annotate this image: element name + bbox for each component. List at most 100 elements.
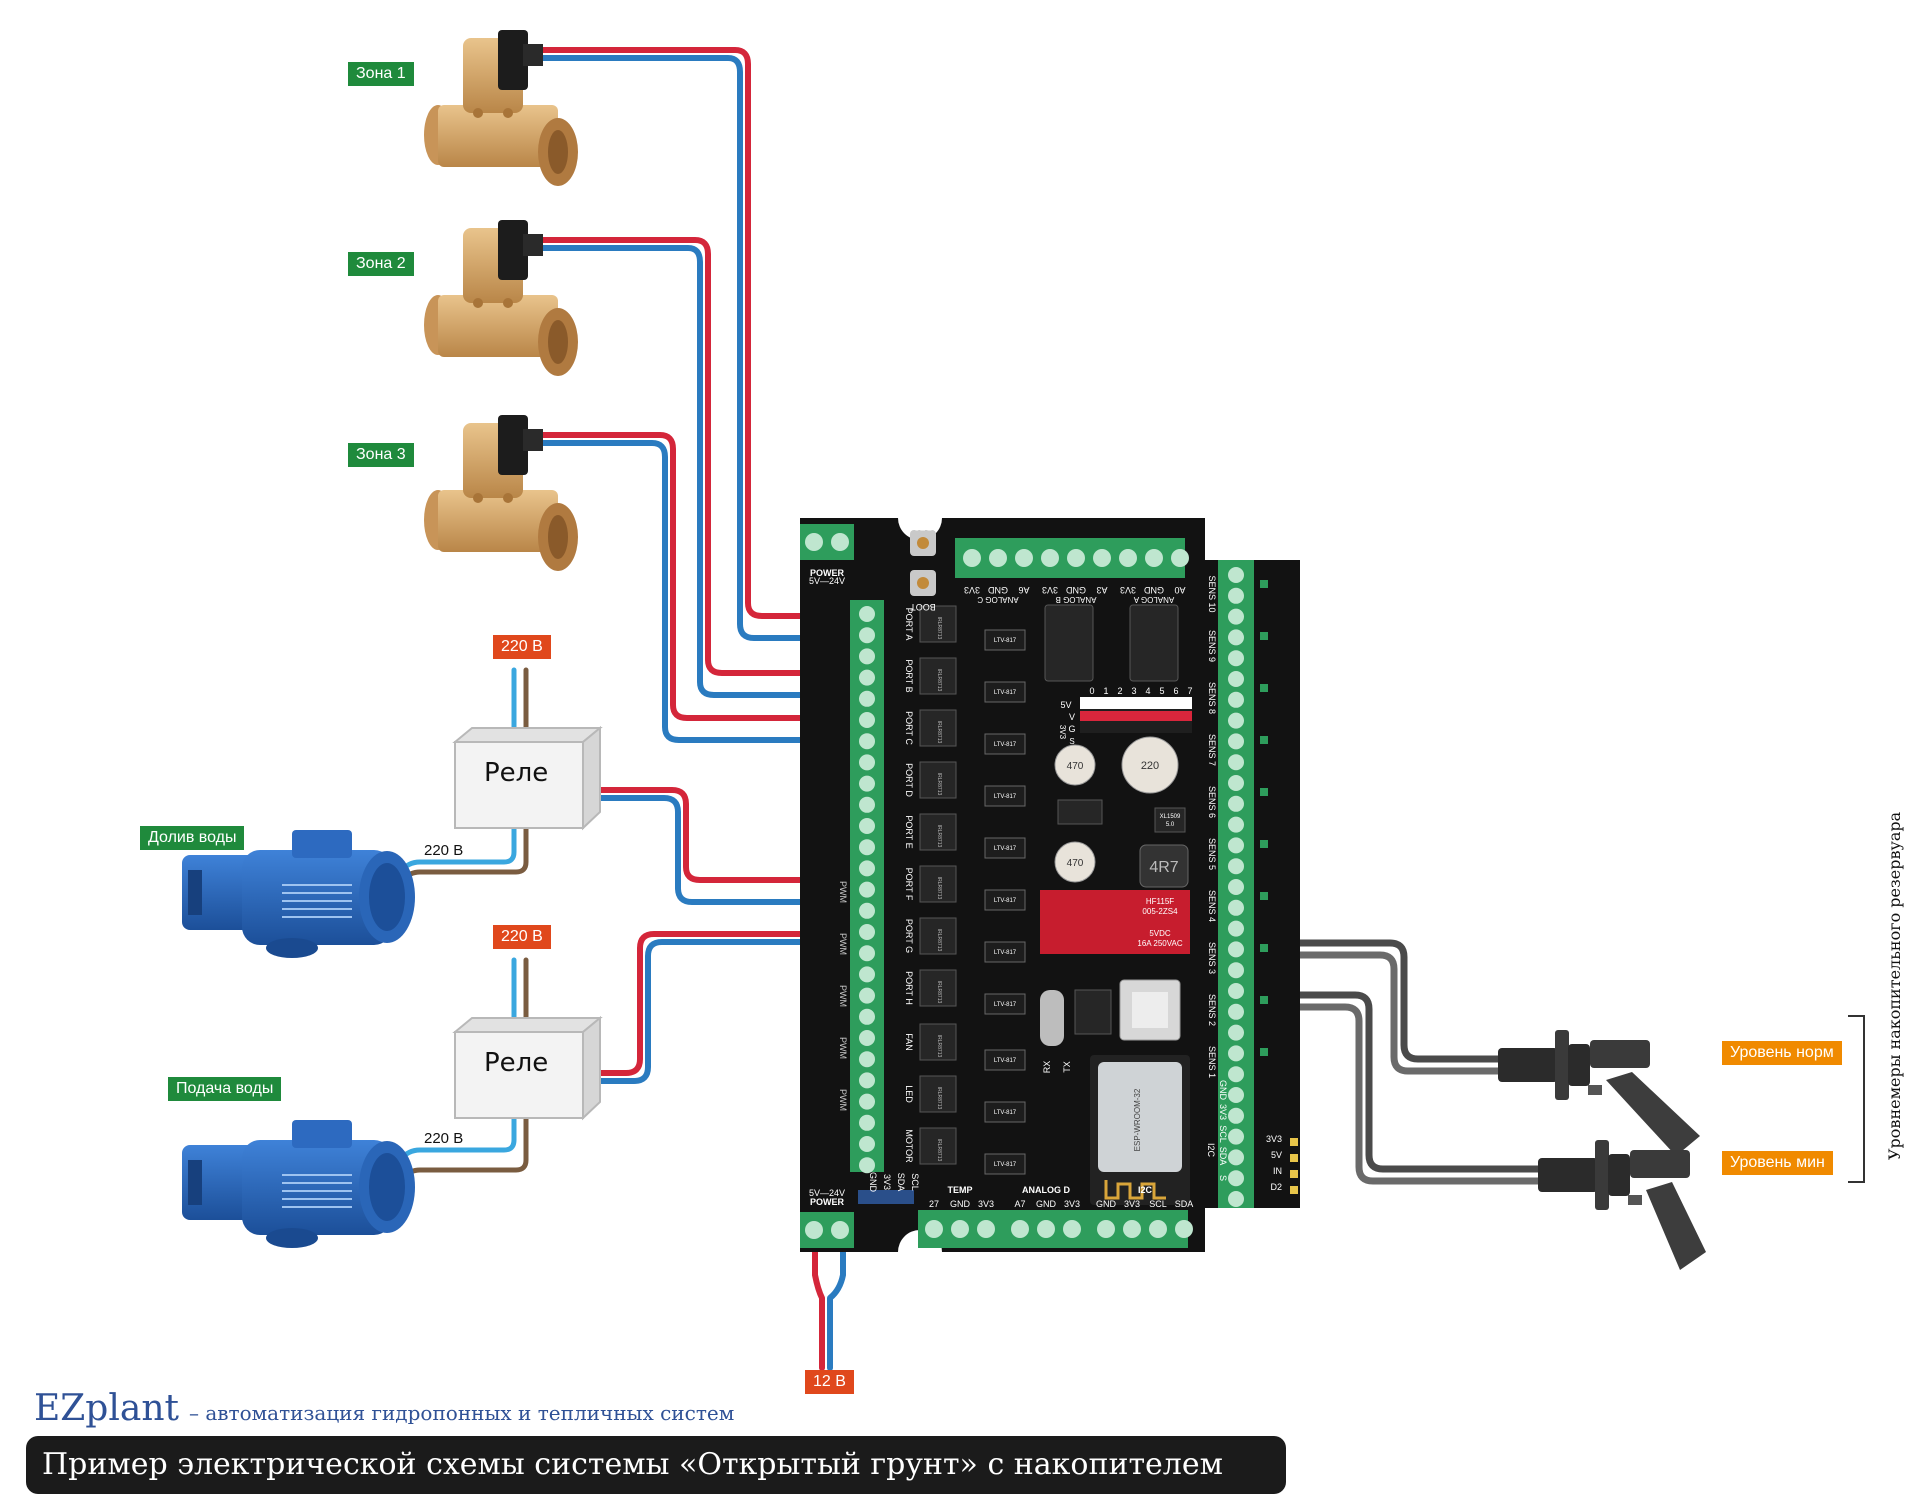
sens-label: SENS 3	[1207, 942, 1217, 974]
pump1-voltage-label: 220 В	[424, 842, 464, 859]
port-label: PORT G	[904, 919, 914, 953]
mosfet-label: IRLR8713	[936, 617, 942, 640]
analog-screw	[1067, 549, 1085, 567]
port-screw	[859, 627, 875, 644]
bottom-pin-label: 3V3	[1064, 1199, 1080, 1209]
sensor-norm-wire-b	[1261, 951, 1504, 1075]
port-label: PORT A	[904, 608, 914, 641]
analog-pin-label: A0	[1174, 585, 1185, 595]
mux-number: 4	[1145, 686, 1150, 696]
valve-zone3	[424, 415, 578, 571]
port-screw	[859, 881, 875, 898]
optocoupler-label: LTV-817	[994, 898, 1017, 904]
port-screw	[859, 966, 875, 983]
analog-pin-label: GND	[1066, 585, 1087, 595]
port-label: PORT F	[904, 868, 914, 901]
sensor-min-wire-a	[1261, 991, 1544, 1173]
sens-screw	[1228, 691, 1244, 708]
mosfet-label: IRLR8713	[936, 669, 942, 692]
port-screw	[859, 733, 875, 750]
pump1-brown-wire	[399, 825, 529, 883]
mux-number: 0	[1089, 686, 1094, 696]
port-screw	[859, 648, 875, 665]
zone1-blue-wire	[537, 55, 843, 641]
sens-label: SENS 2	[1207, 994, 1217, 1026]
analog-screw	[1171, 549, 1189, 567]
port-screw	[859, 1157, 875, 1174]
pump-top-label: Долив воды	[140, 826, 245, 850]
mux-row-label: 5V	[1060, 700, 1071, 710]
port-label: LED	[904, 1085, 914, 1103]
analog-screw	[1093, 549, 1111, 567]
port-label: PORT E	[904, 815, 914, 848]
pump2-voltage-label: 220 В	[424, 1130, 464, 1147]
mux-number: 1	[1103, 686, 1108, 696]
relay1-red-wire	[582, 787, 843, 883]
power-red-wire	[812, 1247, 825, 1371]
relay1-blue-wire	[582, 795, 843, 905]
bottom-screw	[951, 1220, 969, 1238]
bottom-screw	[1037, 1220, 1055, 1238]
sens-screw	[1228, 858, 1244, 875]
port-screw	[859, 1093, 875, 1110]
analog-pin-label: A6	[1018, 585, 1029, 595]
analog-pin-label: GND	[988, 585, 1009, 595]
sens-label: SENS 8	[1207, 682, 1217, 714]
port-screw	[859, 754, 875, 771]
power-top-voltage: 5V—24V	[809, 576, 845, 586]
port-screw	[859, 712, 875, 728]
level-normal-label: Уровень норм	[1722, 1041, 1842, 1065]
brand: EZplant– автоматизация гидропонных и теп…	[34, 1388, 734, 1429]
sens-screw	[1228, 879, 1244, 895]
zone1-red-wire	[537, 47, 843, 619]
bottom-pin-label: 27	[929, 1199, 939, 1209]
level-sensors-group-label: Уровнемеры накопительного резервуара	[1885, 811, 1904, 1160]
port-screw	[859, 839, 875, 856]
bottom-screw	[1123, 1220, 1141, 1238]
sens-screw	[1228, 816, 1244, 833]
relay1-input-voltage-label: 220 В	[493, 635, 551, 659]
port-screw	[859, 1072, 875, 1089]
sens-screw	[1228, 1066, 1244, 1083]
status-led-label: 5V	[1271, 1150, 1282, 1160]
relay2-input-voltage-label: 220 В	[493, 925, 551, 949]
analog-screw	[1015, 549, 1033, 567]
page-title: Пример электрической схемы системы «Откр…	[26, 1436, 1286, 1494]
level-min-label: Уровень мин	[1722, 1151, 1833, 1175]
bottom-screw	[925, 1220, 943, 1238]
analog-screw	[1145, 549, 1163, 567]
bottom-pin-label: GND	[1036, 1199, 1057, 1209]
optocoupler-label: LTV-817	[994, 1058, 1017, 1064]
sens-screw	[1228, 899, 1244, 916]
level-sensors-bracket	[1848, 1015, 1865, 1183]
port-screw	[859, 1136, 875, 1152]
sens-screw	[1228, 754, 1244, 771]
sens-screw	[1228, 1191, 1244, 1207]
port-screw	[859, 860, 875, 877]
sens-screw	[1228, 1170, 1244, 1187]
analog-pin-label: 3V3	[1042, 585, 1058, 595]
analog-pin-label: 3V3	[1120, 585, 1136, 595]
mux-number: 2	[1117, 686, 1122, 696]
pwm-label: PWM	[838, 1089, 848, 1111]
pwm-label: PWM	[838, 933, 848, 955]
boot-label: BOOT	[910, 602, 936, 612]
valve-zone1	[424, 30, 578, 186]
i2c-right-pin: SCL	[1218, 1125, 1228, 1143]
sens-screw	[1228, 920, 1244, 937]
status-led-label: D2	[1270, 1182, 1282, 1192]
i2c-right-pin: SDA	[1218, 1147, 1228, 1166]
sensor-min-wire-b	[1261, 1003, 1544, 1185]
bottom-screw	[1011, 1220, 1029, 1238]
rx-label: RX	[1042, 1061, 1052, 1074]
bottom-group-label: ANALOG D	[1022, 1185, 1070, 1195]
sens-label: SENS 5	[1207, 838, 1217, 870]
bottom-screw	[1063, 1220, 1081, 1238]
port-screw	[859, 818, 875, 834]
brand-logo: EZplant	[34, 1388, 179, 1429]
sens-screw	[1228, 629, 1244, 646]
sens-screw	[1228, 837, 1244, 854]
optocoupler-label: LTV-817	[994, 742, 1017, 748]
optocoupler-label: LTV-817	[994, 1002, 1017, 1008]
